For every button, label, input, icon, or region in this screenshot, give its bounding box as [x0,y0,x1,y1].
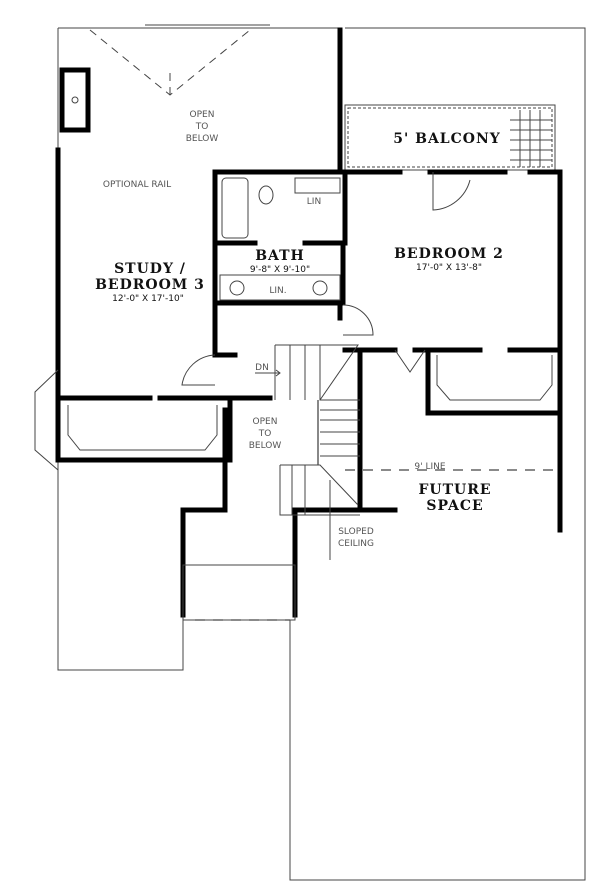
nine-line-label: 9' LINE [414,462,445,472]
bath-name: BATH [255,248,305,264]
optional-rail-label: OPTIONAL RAIL [103,180,171,190]
open-mid-label-2: TO [258,429,272,439]
open-mid-label-3: BELOW [249,441,282,451]
sloped-ceiling-label-2: CEILING [338,539,374,549]
walls [55,27,563,618]
linen-label: LIN [307,197,321,207]
bedroom2-size: 17'-0" X 13'-8" [416,263,482,273]
stair-down-label: DN [255,363,269,373]
open-to-below-label-2: TO [195,122,209,132]
bedroom2-name: BEDROOM 2 [394,246,504,262]
stairs [255,344,360,560]
sloped-ceiling-label-1: SLOPED [338,527,374,537]
vanity-linen-label: LIN. [269,286,286,296]
bath-size: 9'-8" X 9'-10" [250,265,310,275]
study-name-2: BEDROOM 3 [95,277,205,293]
study-name-1: STUDY / [114,261,186,277]
study-size: 12'-0" X 17'-10" [112,294,184,304]
balcony-label: 5' BALCONY [393,131,501,147]
outline-lines [57,24,586,881]
future-space-label-1: FUTURE [418,482,491,498]
open-to-below-label-3: BELOW [186,134,219,144]
future-space-label-2: SPACE [426,498,483,514]
fixtures [34,96,553,621]
open-to-below-label-1: OPEN [190,110,215,120]
open-mid-label-1: OPEN [253,417,278,427]
